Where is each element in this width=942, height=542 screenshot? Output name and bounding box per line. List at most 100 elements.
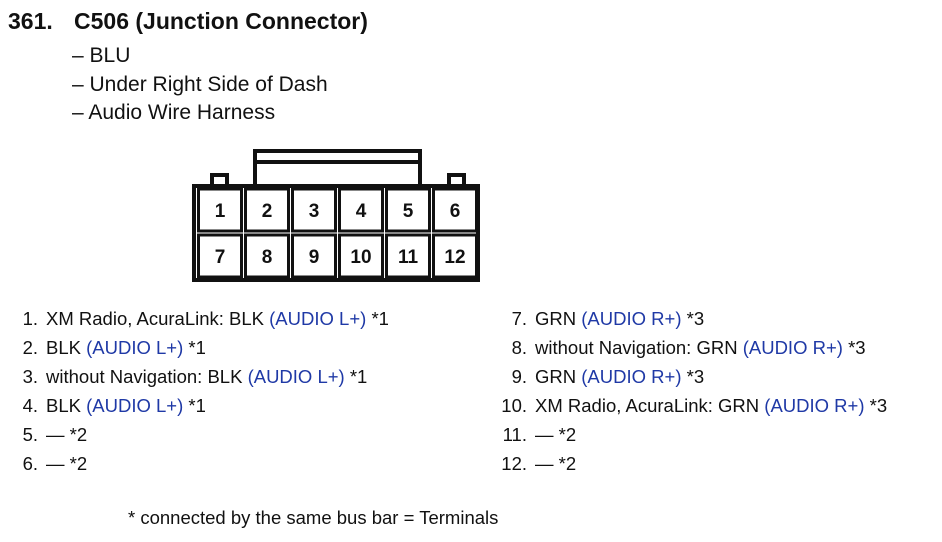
pin-cell-number: 11 <box>398 247 419 268</box>
pin-text: without Navigation: GRN (AUDIO R+) *3 <box>535 337 866 358</box>
pin-signal: (AUDIO R+) <box>764 395 865 416</box>
pin-note: *2 <box>558 453 577 474</box>
pin-index: 12. <box>501 453 527 474</box>
pin-wire: XM Radio, AcuraLink: GRN <box>535 395 760 416</box>
footnote: * connected by the same bus bar = Termin… <box>128 507 499 528</box>
pin-cell <box>291 233 337 279</box>
pin-cell <box>291 187 337 233</box>
detail-color: – BLU <box>72 44 131 67</box>
pin-note: *3 <box>686 308 705 329</box>
pin-signal: (AUDIO L+) <box>269 308 367 329</box>
pin-description: 4. BLK (AUDIO L+) *1 <box>18 391 389 420</box>
pin-description: 1. XM Radio, AcuraLink: BLK (AUDIO L+) *1 <box>18 304 389 333</box>
pin-text: GRN (AUDIO R+) *3 <box>535 366 704 387</box>
pin-cell-number: 1 <box>215 201 226 222</box>
pin-text: — *2 <box>46 453 87 474</box>
pin-wire: — <box>535 453 554 474</box>
pin-note: *2 <box>69 424 88 445</box>
pin-text: BLK (AUDIO L+) *1 <box>46 337 206 358</box>
pin-cell <box>244 187 290 233</box>
pin-list-left: 1. XM Radio, AcuraLink: BLK (AUDIO L+) *1… <box>18 304 389 478</box>
pin-index: 1. <box>22 308 38 329</box>
pin-description: 11. — *2 <box>493 420 887 449</box>
pin-note: *2 <box>558 424 577 445</box>
connector-left-tab <box>210 173 229 186</box>
pin-list-right: 7. GRN (AUDIO R+) *3 8. without Navigation:… <box>493 304 887 478</box>
pin-text: GRN (AUDIO R+) *3 <box>535 308 704 329</box>
pin-cell <box>385 187 431 233</box>
pin-signal: (AUDIO R+) <box>581 366 682 387</box>
pin-index: 9. <box>511 366 527 387</box>
pin-cell <box>385 233 431 279</box>
pin-cell-number: 4 <box>356 201 367 222</box>
pin-cell-number: 12 <box>444 247 465 268</box>
pin-text: BLK (AUDIO L+) *1 <box>46 395 206 416</box>
pin-wire: GRN <box>535 308 577 329</box>
pin-cell <box>432 233 478 279</box>
pin-cell-number: 7 <box>215 247 226 268</box>
pin-description: 5. — *2 <box>18 420 389 449</box>
pin-index: 5. <box>22 424 38 445</box>
pin-index: 3. <box>22 366 38 387</box>
pin-cell <box>197 233 243 279</box>
pin-index: 11. <box>502 424 527 445</box>
pin-wire: BLK <box>46 395 81 416</box>
pin-index: 8. <box>511 337 527 358</box>
detail-location: – Under Right Side of Dash <box>72 72 328 96</box>
pin-text: XM Radio, AcuraLink: GRN (AUDIO R+) *3 <box>535 395 887 416</box>
pin-cell-number: 5 <box>403 201 414 222</box>
pin-text: — *2 <box>535 424 576 445</box>
pin-wire: — <box>46 424 65 445</box>
pin-cell-number: 10 <box>350 247 371 268</box>
pin-signal: (AUDIO R+) <box>742 337 843 358</box>
pin-note: *3 <box>869 395 888 416</box>
section-number: 361. <box>8 8 53 34</box>
pin-index: 7. <box>511 308 527 329</box>
pin-index: 2. <box>22 337 38 358</box>
pin-cell <box>338 187 384 233</box>
connector-details: – BLU – Under Right Side of Dash – Audio… <box>72 42 328 128</box>
pin-cell-number: 6 <box>450 201 461 222</box>
pin-signal: (AUDIO L+) <box>247 366 345 387</box>
pin-cell-number: 3 <box>309 201 320 222</box>
pin-cell <box>244 233 290 279</box>
pin-text: XM Radio, AcuraLink: BLK (AUDIO L+) *1 <box>46 308 389 329</box>
pin-description: 9. GRN (AUDIO R+) *3 <box>493 362 887 391</box>
pin-wire: without Navigation: BLK <box>46 366 243 387</box>
pin-note: *3 <box>686 366 705 387</box>
pin-wire: without Navigation: GRN <box>535 337 738 358</box>
connector-lock-bracket <box>253 149 422 188</box>
pin-text: — *2 <box>535 453 576 474</box>
pin-description: 8. without Navigation: GRN (AUDIO R+) *3 <box>493 333 887 362</box>
pin-cell-number: 9 <box>309 247 320 268</box>
pin-wire: BLK <box>46 337 81 358</box>
pin-signal: (AUDIO R+) <box>581 308 682 329</box>
pin-index: 4. <box>22 395 38 416</box>
pin-cell <box>338 233 384 279</box>
pin-index: 10. <box>501 395 527 416</box>
pin-text: — *2 <box>46 424 87 445</box>
pin-description: 6.— *2 <box>18 449 389 478</box>
pin-description: 12. — *2 <box>493 449 887 478</box>
pin-cell-number: 2 <box>262 201 273 222</box>
pin-description: 3. without Navigation: BLK (AUDIO L+) *1 <box>18 362 389 391</box>
connector-right-tab <box>447 173 466 186</box>
pin-description: 10. XM Radio, AcuraLink: GRN (AUDIO R+) *… <box>493 391 887 420</box>
pin-note: *1 <box>188 395 206 416</box>
connector-title: C506 (Junction Connector) <box>74 8 368 34</box>
pin-description: 7. GRN (AUDIO R+) *3 <box>493 304 887 333</box>
page-title: 361. C506 (Junction Connector) <box>8 8 368 35</box>
pin-wire: XM Radio, AcuraLink: BLK <box>46 308 264 329</box>
pin-wire: GRN <box>535 366 577 387</box>
pin-text: without Navigation: BLK (AUDIO L+) *1 <box>46 366 367 387</box>
pin-note: *3 <box>848 337 866 358</box>
pin-note: *2 <box>69 453 88 474</box>
pin-wire: — <box>535 424 554 445</box>
pin-signal: (AUDIO L+) <box>86 337 184 358</box>
pin-description: 2. BLK (AUDIO L+) *1 <box>18 333 389 362</box>
pin-cell <box>197 187 243 233</box>
pin-cell <box>432 187 478 233</box>
pin-note: *1 <box>371 308 389 329</box>
pin-note: *1 <box>349 366 368 387</box>
